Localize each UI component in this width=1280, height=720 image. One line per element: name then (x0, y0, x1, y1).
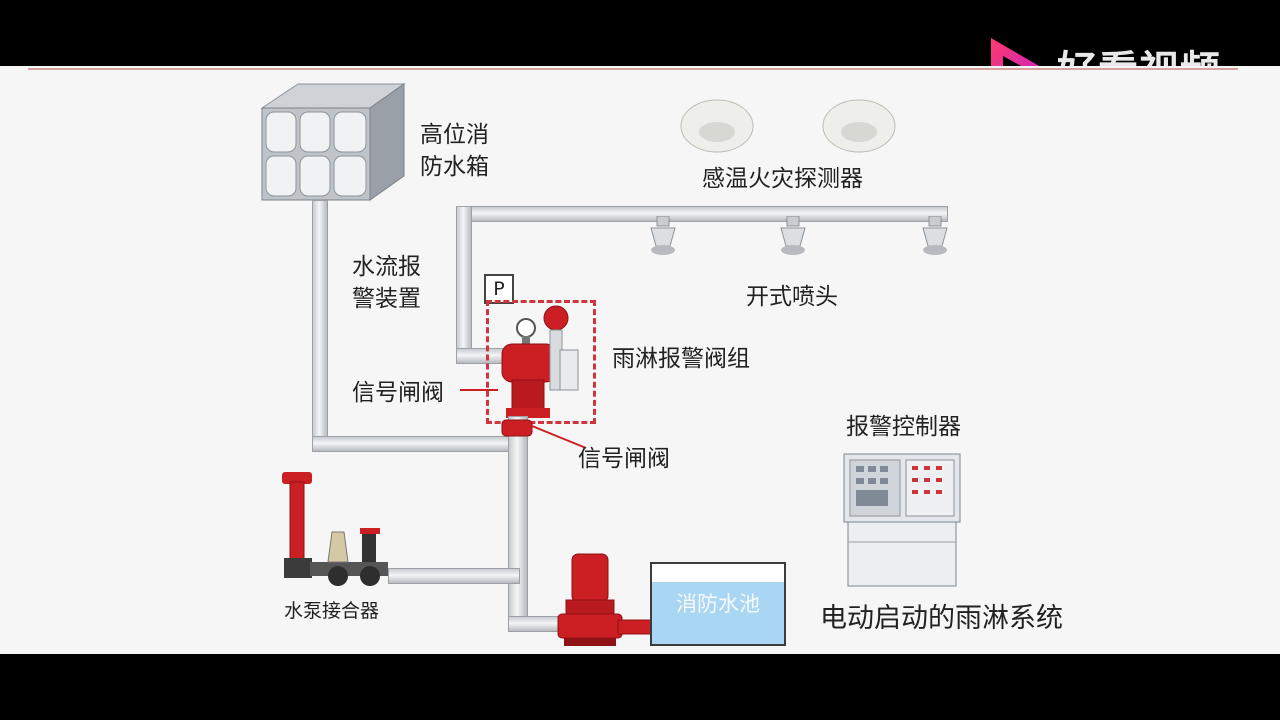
leader-line (460, 389, 498, 391)
signal-valve-lower-label: 信号闸阀 (578, 446, 670, 472)
alarm-controller-label: 报警控制器 (846, 414, 961, 440)
main-riser-pipe (508, 416, 528, 632)
system-title: 电动启动的雨淋系统 (820, 603, 1063, 634)
heat-detector-label: 感温火灾探测器 (702, 166, 863, 192)
open-sprinkler-icon (922, 216, 948, 255)
flow-alarm-label-2: 警装置 (352, 286, 421, 312)
fire-pump-icon (557, 553, 652, 646)
fire-pool: 消防水池 (650, 562, 786, 646)
sprinkler-header-pipe (456, 206, 948, 222)
leader-line (531, 425, 587, 449)
diagram-canvas: 高位消 防水箱 感温火灾探测器 开式喷头 水流报 警装置 P 雨淋 (0, 66, 1280, 654)
open-sprinkler-icon (780, 216, 806, 255)
open-sprinkler-icon (650, 216, 676, 255)
water-tank-icon (260, 83, 406, 201)
riser-upper-pipe (456, 206, 472, 360)
heat-detector-icon (822, 99, 896, 153)
deluge-valve-box (486, 300, 596, 424)
deluge-valve-icon (501, 305, 579, 418)
adapter-pipe (388, 568, 520, 584)
signal-valve-lower-icon (501, 419, 533, 437)
alarm-controller-icon (843, 453, 961, 587)
top-letterbox (0, 0, 1280, 66)
tank-down-pipe (312, 200, 328, 450)
top-rule (28, 68, 1238, 70)
signal-valve-upper-label: 信号闸阀 (352, 380, 444, 406)
tank-feed-pipe (312, 436, 520, 452)
pool-water (652, 582, 784, 644)
bottom-letterbox (0, 654, 1280, 720)
fire-pool-label: 消防水池 (676, 592, 760, 616)
water-tank-label-2: 防水箱 (420, 154, 489, 180)
heat-detector-icon (680, 99, 754, 153)
flow-alarm-label-1: 水流报 (352, 254, 421, 280)
deluge-valve-label: 雨淋报警阀组 (612, 346, 750, 372)
water-tank-label-1: 高位消 (420, 122, 489, 148)
pressure-tag: P (484, 274, 514, 304)
pump-adapter-icon (282, 472, 388, 586)
pump-adapter-label: 水泵接合器 (284, 600, 380, 622)
open-sprinkler-label: 开式喷头 (746, 284, 838, 310)
